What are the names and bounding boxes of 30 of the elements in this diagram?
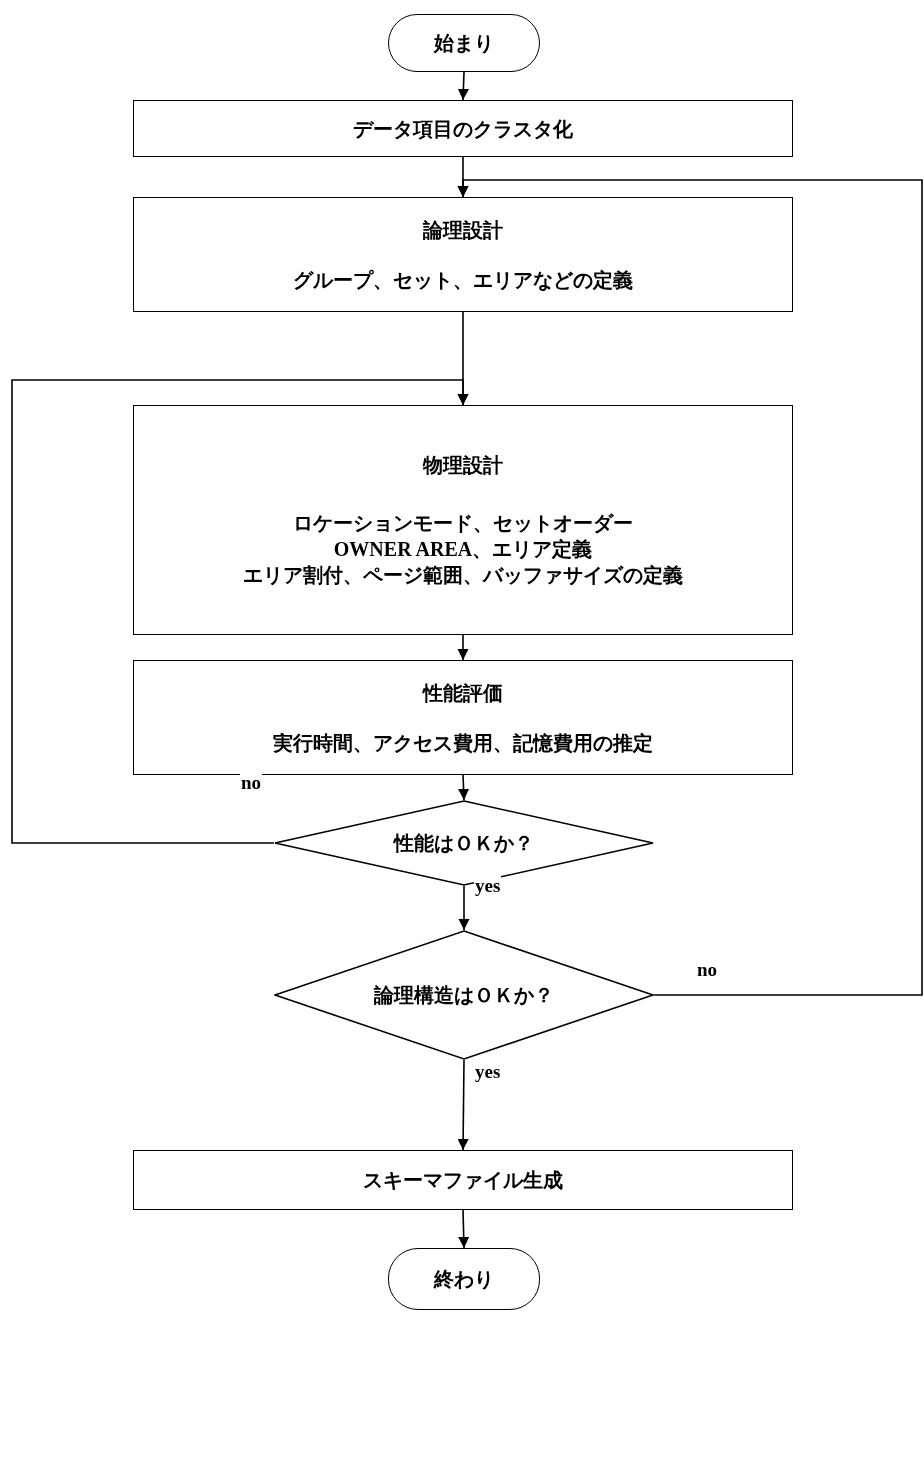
process-box [133, 405, 793, 635]
node-text: グループ、セット、エリアなどの定義 [293, 267, 633, 293]
node-text: ロケーションモード、セットオーダー [293, 511, 633, 536]
node-title: 論理構造はＯＫか？ [374, 983, 554, 1008]
arrow [457, 71, 469, 101]
arrow [457, 774, 470, 801]
arrow [458, 885, 470, 931]
edge-label: yes [474, 876, 502, 895]
arrow [11, 379, 469, 844]
node-title: 物理設計 [423, 453, 503, 478]
process-box [133, 1150, 793, 1210]
arrow [457, 634, 469, 661]
node-title: 終わり [434, 1267, 494, 1292]
node-text: OWNER AREA、エリア定義 [333, 537, 593, 562]
process-box [133, 197, 793, 312]
edge-label: no [240, 773, 263, 792]
process-box [133, 660, 793, 775]
arrow [457, 179, 923, 996]
node-title: 始まり [434, 31, 494, 56]
node-text: 実行時間、アクセス費用、記憶費用の推定 [273, 730, 653, 756]
node-text: エリア割付、ページ範囲、バッファサイズの定義 [243, 563, 683, 588]
node-title: スキーマファイル生成 [363, 1168, 563, 1193]
arrow [457, 1059, 469, 1151]
node-title: 性能評価 [423, 680, 503, 706]
terminal-box [388, 1248, 540, 1310]
node-title: 論理設計 [423, 217, 503, 243]
process-box [133, 100, 793, 157]
node-title: 性能はＯＫか？ [394, 831, 534, 856]
arrow [458, 1209, 470, 1249]
node-title: データ項目のクラスタ化 [353, 116, 573, 142]
